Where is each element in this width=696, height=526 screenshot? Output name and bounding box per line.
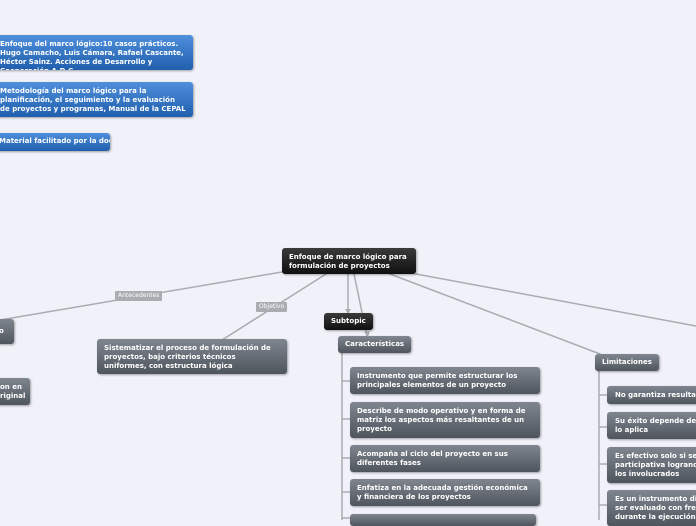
edge-label-objetivo: Objetivo [256,302,288,312]
source-note-cepal[interactable]: Metodología del marco lógico para la pla… [0,82,193,117]
caracteristica-item[interactable]: Acompaña al ciclo del proyecto en sus di… [350,445,540,472]
objective-node[interactable]: Sistematizar el proceso de formulación d… [97,339,287,374]
link-right [415,273,696,327]
edge-label-antecedentes: Antecedentes [115,291,163,301]
limitacion-item[interactable]: Su éxito depende de lo aplica [607,412,696,439]
arrow-caracteristicas [364,331,370,337]
arrow-subtopic [345,309,351,314]
limitacion-item[interactable]: Es efectivo solo si se participativa log… [607,447,696,483]
caracteristica-item[interactable]: Instrumento que permite estructurar los … [350,367,540,394]
caracteristicas-branches [341,380,351,519]
limitaciones-branches [598,394,608,506]
central-topic[interactable]: Enfoque de marco lógico para formulación… [282,248,416,274]
caracteristicas-node[interactable]: Características [338,336,411,353]
limitacion-item[interactable]: Es un instrumento di ser evaluado con fr… [607,490,696,526]
link-limitaciones [389,273,601,355]
caracteristicas-label: Características [345,340,405,348]
limitaciones-label: Limitaciones [602,358,652,366]
limitacion-text: Es efectivo solo si se participativa log… [615,452,696,478]
caracteristica-text: Enfatiza en la adecuada gestión económic… [357,484,528,501]
source-note-label: Metodología del marco lógico para la pla… [0,87,186,113]
caracteristica-item[interactable]: Describe de modo operativo y en forma de… [350,402,540,438]
left-partial-node-bottom[interactable]: on en riginal [0,378,30,405]
limitacion-item[interactable]: No garantiza resultad [607,386,696,404]
source-note-docente[interactable]: Material facilitado por la docente [0,133,110,151]
source-note-camacho[interactable]: Enfoque del marco lógico:10 casos prácti… [0,35,193,70]
limitacion-text: Es un instrumento di ser evaluado con fr… [615,495,696,521]
limitacion-text: Su éxito depende de lo aplica [615,417,696,434]
caracteristica-item[interactable]: Enfatiza en la adecuada gestión económic… [350,479,540,506]
source-note-label: Material facilitado por la docente [0,137,110,145]
caracteristica-text: Instrumento que permite estructurar los … [357,372,518,389]
caracteristica-item[interactable] [350,514,536,526]
subtopic-node[interactable]: Subtopic [324,313,373,330]
left-partial-node[interactable]: o [0,319,14,344]
limitaciones-node[interactable]: Limitaciones [595,354,659,371]
limitacion-text: No garantiza resultad [615,391,696,399]
objective-label: Sistematizar el proceso de formulación d… [104,344,271,370]
left-partial-label: o [0,327,4,335]
source-note-label: Enfoque del marco lógico:10 casos prácti… [0,40,184,70]
caracteristica-text: Describe de modo operativo y en forma de… [357,407,526,433]
caracteristica-text: Acompaña al ciclo del proyecto en sus di… [357,450,508,467]
subtopic-label: Subtopic [331,317,366,325]
central-topic-label: Enfoque de marco lógico para formulación… [289,253,407,270]
left-partial-label: on en riginal [0,383,26,400]
